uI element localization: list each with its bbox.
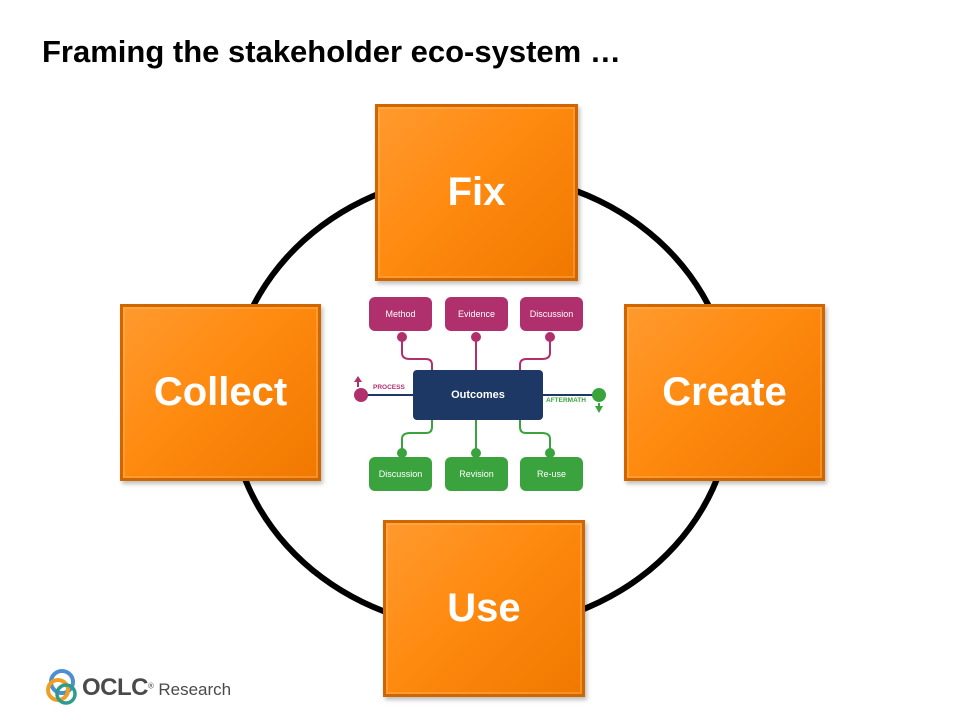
oclc-rings-icon	[46, 669, 77, 705]
bottom-box-revision: Revision	[445, 457, 508, 491]
process-label: PROCESS	[373, 384, 405, 391]
logo-wordmark: OCLC® Research	[82, 674, 231, 702]
logo-brand: OCLC	[82, 674, 149, 701]
cycle-box-collect: Collect	[120, 304, 321, 481]
logo-division: Research	[158, 680, 232, 699]
cycle-box-use: Use	[383, 520, 585, 697]
cycle-box-fix: Fix	[375, 104, 578, 281]
top-box-method: Method	[369, 297, 432, 331]
aftermath-label: AFTERMATH	[546, 397, 586, 404]
outcomes-connectors	[354, 332, 606, 458]
logo-registered: ®	[148, 681, 154, 691]
top-box-evidence: Evidence	[445, 297, 508, 331]
oclc-research-logo: OCLC® Research	[46, 668, 236, 708]
outcomes-hub: Outcomes	[413, 370, 543, 420]
cycle-box-create: Create	[624, 304, 825, 481]
bottom-box-discussion: Discussion	[369, 457, 432, 491]
top-box-discussion: Discussion	[520, 297, 583, 331]
outcomes-diagram: PROCESS AFTERMATH Method Evidence Discus…	[350, 293, 612, 498]
bottom-box-reuse: Re-use	[520, 457, 583, 491]
page-title: Framing the stakeholder eco-system …	[42, 34, 621, 69]
